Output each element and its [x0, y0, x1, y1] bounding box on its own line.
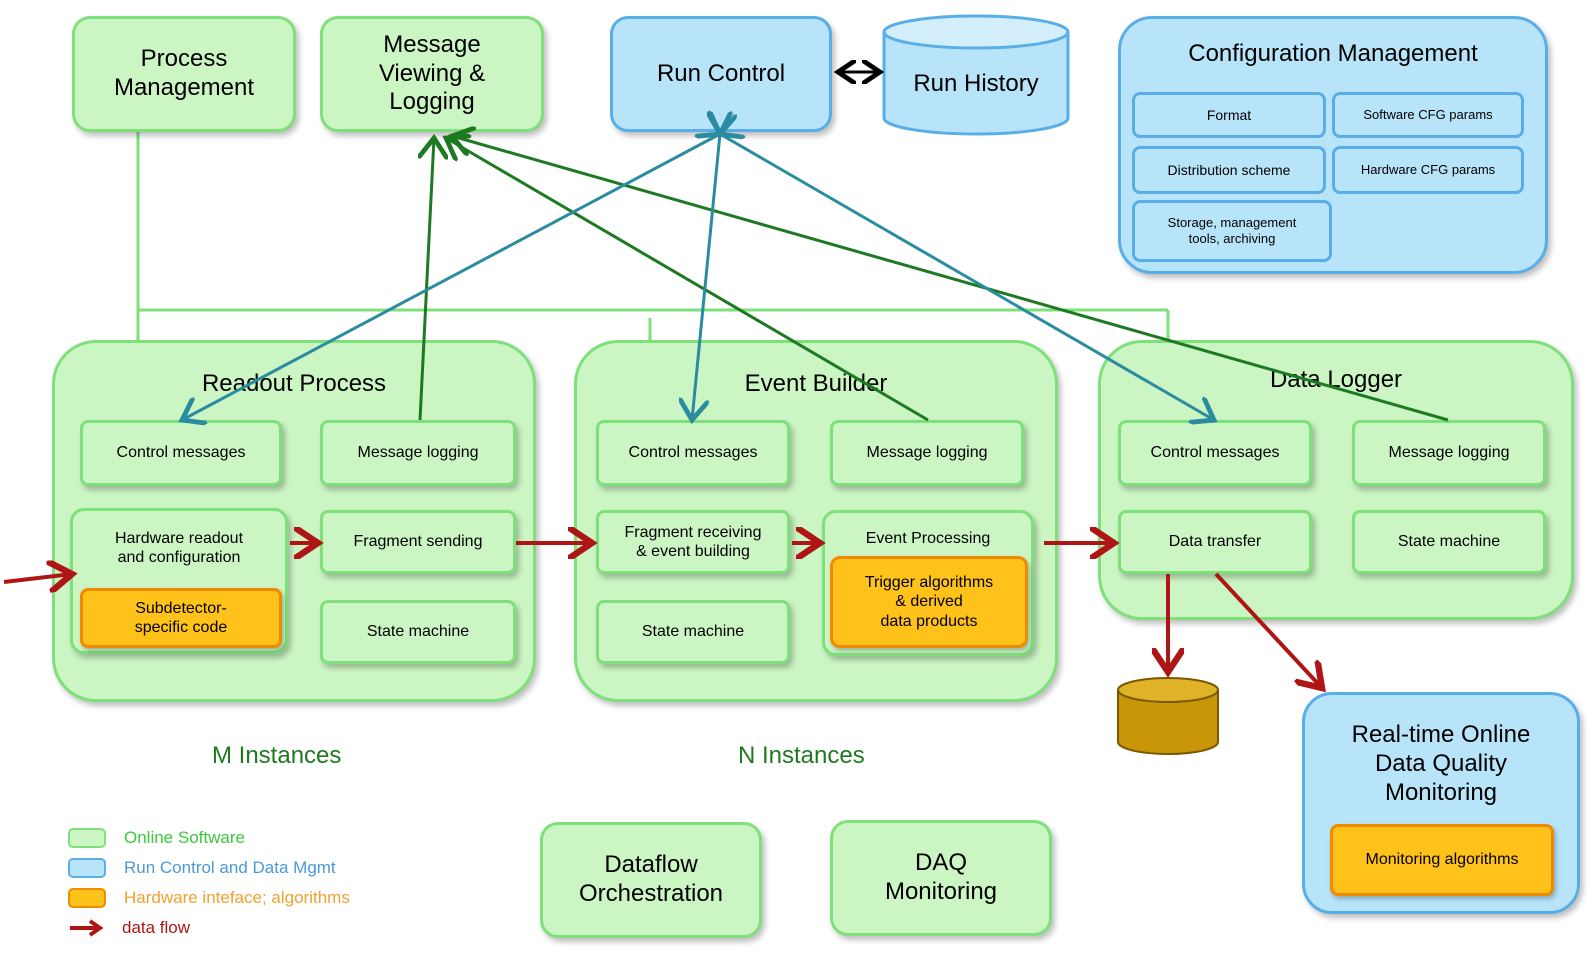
readout-control-messages: Control messages: [80, 420, 282, 486]
monitoring-algorithms: Monitoring algorithms: [1330, 824, 1554, 896]
m-instances-label: M Instances: [212, 742, 342, 769]
fragment-receiving-event-building: Fragment receiving & event building: [596, 510, 790, 574]
legend-data-flow: data flow: [68, 918, 190, 938]
config-hardware-cfg-params: Hardware CFG params: [1332, 146, 1524, 194]
process-management-box: Process Management: [72, 16, 296, 132]
readout-process-title: Readout Process: [201, 370, 387, 397]
event-builder-state-machine: State machine: [596, 600, 790, 664]
data-logger-title: Data Logger: [1269, 366, 1403, 393]
dataflow-orchestration-box: Dataflow Orchestration: [540, 822, 762, 938]
legend-online-software: Online Software: [68, 828, 245, 848]
legend-arrow-icon: [70, 919, 104, 937]
data-logger-control-messages: Control messages: [1118, 420, 1312, 486]
run-control-box: Run Control: [610, 16, 832, 132]
data-transfer: Data transfer: [1118, 510, 1312, 574]
legend-online-label: Online Software: [124, 828, 245, 847]
event-builder-control-messages: Control messages: [596, 420, 790, 486]
config-software-cfg-params: Software CFG params: [1332, 92, 1524, 138]
data-logger-state-machine: State machine: [1352, 510, 1546, 574]
run-history-label: Run History: [913, 69, 1039, 97]
n-instances-label: N Instances: [738, 742, 865, 769]
fragment-sending: Fragment sending: [320, 510, 516, 574]
legend-run-control-label: Run Control and Data Mgmt: [124, 858, 336, 877]
event-builder-message-logging: Message logging: [830, 420, 1024, 486]
legend-blue-swatch: [68, 858, 106, 878]
readout-state-machine: State machine: [320, 600, 516, 664]
data-logger-message-logging: Message logging: [1352, 420, 1546, 486]
legend-orange-swatch: [68, 888, 106, 908]
legend-data-flow-label: data flow: [122, 918, 191, 937]
legend-hardware-interface: Hardware inteface; algorithms: [68, 888, 350, 908]
message-viewing-logging-box: Message Viewing & Logging: [320, 16, 544, 132]
event-builder-title: Event Builder: [744, 370, 888, 397]
config-format: Format: [1132, 92, 1326, 138]
legend-run-control: Run Control and Data Mgmt: [68, 858, 336, 878]
configuration-management-title: Configuration Management: [1188, 40, 1478, 67]
config-storage-management: Storage, management tools, archiving: [1132, 200, 1332, 262]
readout-message-logging: Message logging: [320, 420, 516, 486]
daq-monitoring-box: DAQ Monitoring: [830, 820, 1052, 936]
legend-green-swatch: [68, 828, 106, 848]
subdetector-specific-code: Subdetector- specific code: [80, 588, 282, 648]
config-distribution-scheme: Distribution scheme: [1132, 146, 1326, 194]
trigger-algorithms: Trigger algorithms & derived data produc…: [830, 556, 1028, 648]
legend-hardware-label: Hardware inteface; algorithms: [124, 888, 350, 907]
